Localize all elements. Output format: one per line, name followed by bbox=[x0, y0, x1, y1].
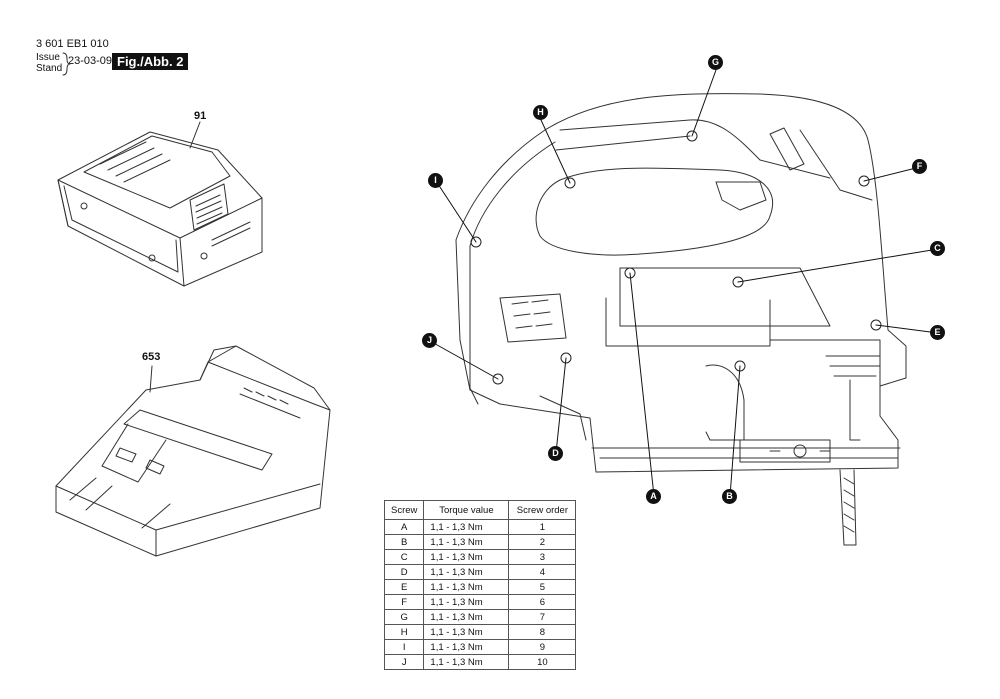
screw-cell: D bbox=[383, 564, 425, 580]
order-cell: 5 bbox=[508, 579, 577, 595]
screw-cell: J bbox=[383, 654, 425, 670]
order-cell: 8 bbox=[508, 624, 577, 640]
col-header-order: Screw order bbox=[508, 500, 577, 520]
charger-leader-line bbox=[149, 365, 153, 393]
callout-i: I bbox=[428, 173, 443, 188]
issue-label: Issue bbox=[36, 52, 60, 63]
issue-date: 23-03-09 bbox=[68, 55, 113, 67]
issue-stand-label: Issue Stand bbox=[36, 52, 62, 74]
battery-pack-drawing bbox=[57, 121, 263, 287]
callout-leaders bbox=[429, 69, 939, 497]
screw-cell: F bbox=[383, 594, 425, 610]
screw-c bbox=[732, 276, 744, 288]
jigsaw-blade bbox=[839, 469, 857, 546]
torque-cell: 1,1 - 1,3 Nm bbox=[423, 594, 510, 610]
screw-d bbox=[560, 352, 572, 364]
torque-cell: 1,1 - 1,3 Nm bbox=[423, 609, 510, 625]
screw-e bbox=[870, 319, 882, 331]
torque-cell: 1,1 - 1,3 Nm bbox=[423, 519, 510, 535]
issue-brace bbox=[62, 52, 71, 76]
screw-b bbox=[734, 360, 746, 372]
callout-h: H bbox=[533, 105, 548, 120]
callout-d: D bbox=[548, 446, 563, 461]
torque-cell: 1,1 - 1,3 Nm bbox=[423, 654, 510, 670]
screw-cell: I bbox=[383, 639, 425, 655]
screw-cell: G bbox=[383, 609, 425, 625]
screw-cell: B bbox=[383, 534, 425, 550]
callout-c: C bbox=[930, 241, 945, 256]
screw-heads bbox=[470, 130, 882, 385]
torque-cell: 1,1 - 1,3 Nm bbox=[423, 534, 510, 550]
order-cell: 1 bbox=[508, 519, 577, 535]
part-ref-653: 653 bbox=[142, 351, 161, 363]
torque-cell: 1,1 - 1,3 Nm bbox=[423, 624, 510, 640]
screw-j bbox=[492, 373, 504, 385]
part-ref-91: 91 bbox=[194, 110, 207, 122]
screw-cell: E bbox=[383, 579, 425, 595]
order-cell: 6 bbox=[508, 594, 577, 610]
torque-cell: 1,1 - 1,3 Nm bbox=[423, 564, 510, 580]
table-header-row: Screw Torque value Screw order bbox=[383, 500, 577, 520]
screw-i bbox=[470, 236, 482, 248]
callout-j: J bbox=[422, 333, 437, 348]
order-cell: 4 bbox=[508, 564, 577, 580]
order-cell: 2 bbox=[508, 534, 577, 550]
order-cell: 9 bbox=[508, 639, 577, 655]
callout-f: F bbox=[912, 159, 927, 174]
screw-cell: C bbox=[383, 549, 425, 565]
jigsaw-drawing bbox=[455, 93, 907, 546]
col-header-screw: Screw bbox=[383, 500, 425, 520]
callout-e: E bbox=[930, 325, 945, 340]
part-number: 3 601 EB1 010 bbox=[36, 38, 109, 50]
callout-g: G bbox=[708, 55, 723, 70]
screw-f bbox=[858, 175, 870, 187]
callout-b: B bbox=[722, 489, 737, 504]
screw-h bbox=[564, 177, 576, 189]
battery-leader-line bbox=[189, 121, 201, 149]
screw-a bbox=[624, 267, 636, 279]
screw-cell: A bbox=[383, 519, 425, 535]
charger-drawing bbox=[55, 345, 331, 557]
order-cell: 10 bbox=[508, 654, 577, 670]
screw-cell: H bbox=[383, 624, 425, 640]
col-header-torque: Torque value bbox=[423, 500, 510, 520]
figure-label: Fig./Abb. 2 bbox=[112, 53, 189, 70]
screw-g bbox=[686, 130, 698, 142]
callout-a: A bbox=[646, 489, 661, 504]
torque-cell: 1,1 - 1,3 Nm bbox=[423, 579, 510, 595]
torque-cell: 1,1 - 1,3 Nm bbox=[423, 549, 510, 565]
order-cell: 3 bbox=[508, 549, 577, 565]
order-cell: 7 bbox=[508, 609, 577, 625]
stand-label: Stand bbox=[36, 63, 63, 74]
torque-cell: 1,1 - 1,3 Nm bbox=[423, 639, 510, 655]
